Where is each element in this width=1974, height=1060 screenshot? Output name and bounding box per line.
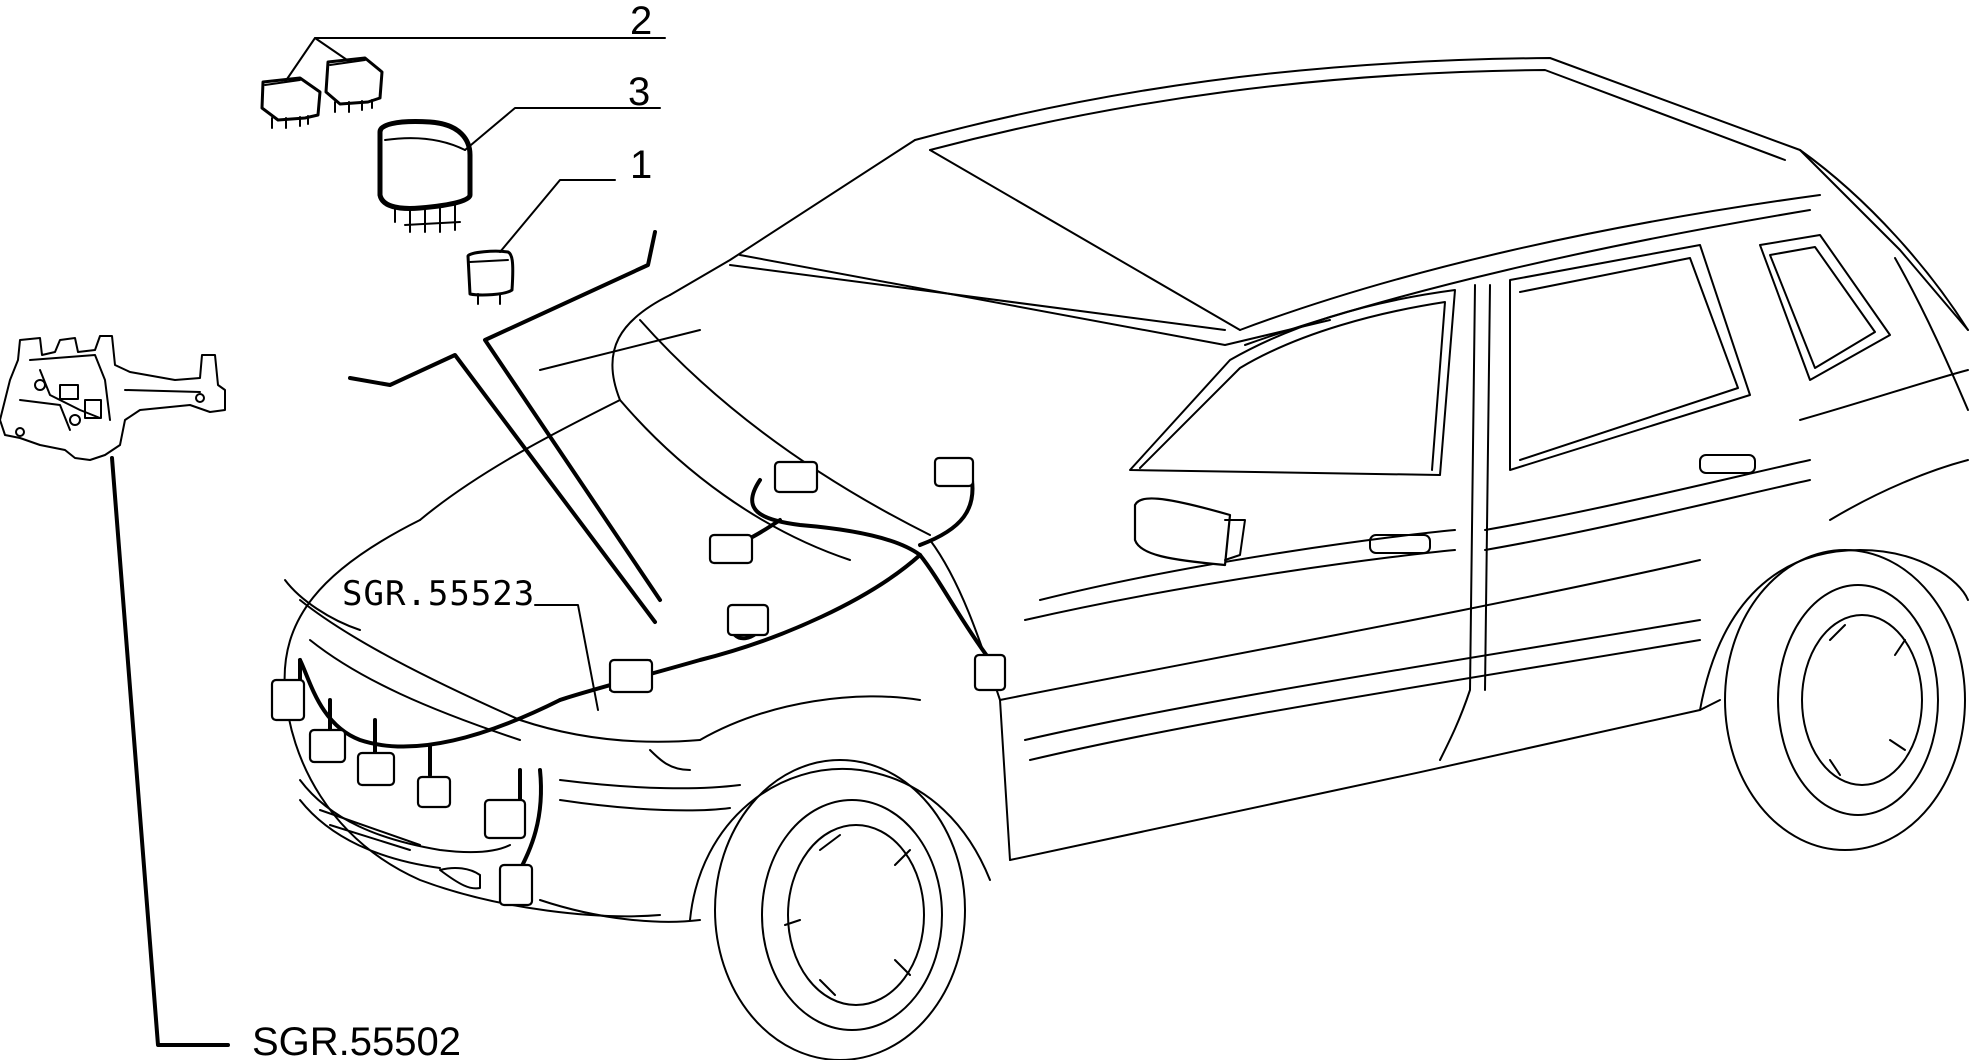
car-outline [283, 57, 1969, 1060]
callout-2: 2 [630, 0, 652, 43]
relay-part-1 [466, 249, 515, 305]
callout-3: 3 [628, 70, 650, 114]
harness-connectors [270, 456, 1007, 907]
relay-part-2a [260, 76, 322, 129]
relay-bracket [0, 335, 226, 461]
reference-sgr-55502: SGR.55502 [252, 1020, 461, 1060]
leader-lines [110, 37, 666, 1047]
callout-1: 1 [630, 143, 652, 187]
relay-part-2b [324, 56, 384, 113]
relay-part-3 [377, 119, 473, 233]
reference-sgr-55523: SGR.55523 [342, 574, 535, 614]
